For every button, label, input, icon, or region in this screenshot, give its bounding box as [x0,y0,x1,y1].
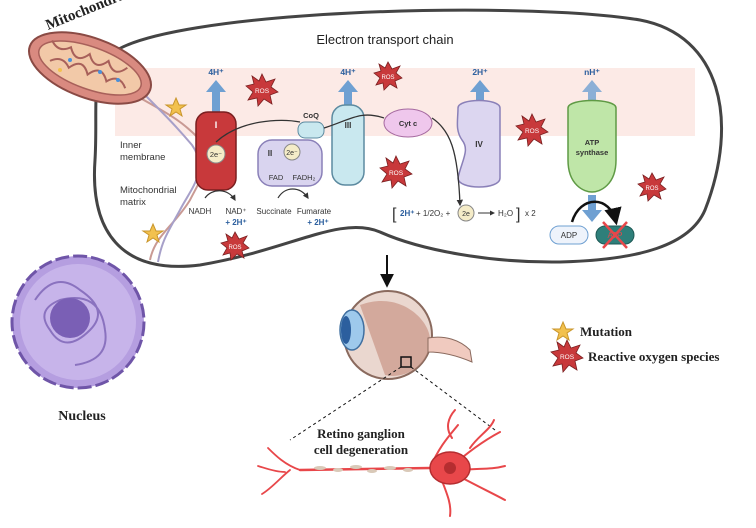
mitochondria-label: Mitochondria [44,0,132,34]
eye-illustration [289,290,496,441]
proton-label-1: 4H⁺ [208,67,224,77]
fumarate-label: Fumarate [297,207,332,216]
complex-3 [331,104,365,186]
mitochondria-illustration [27,31,153,105]
electron-flow-line [215,114,460,205]
fad-label: FAD [269,173,284,182]
electron-2 [283,143,301,161]
succinate-arrow [277,188,309,199]
cyt-c [383,108,433,138]
inner-membrane-label-1: Inner [120,140,142,151]
nucleus-illustration [10,254,146,390]
legend-mutation-star [551,320,575,342]
nucleus-label: Nucleus [58,409,106,424]
electron-1 [206,144,226,164]
reaction-o2: + 1/2O₂ + [416,209,451,218]
atp-synthase-label-1: ATP [585,138,599,147]
mutation-star-2 [141,222,165,244]
reaction-bracket-close: ] [516,206,520,223]
neuron-debris [314,465,413,473]
title: Electron transport chain [316,32,453,47]
atp-blocked-cross [602,221,628,249]
fumarate-h-label: + 2H⁺ [307,218,328,227]
nad-label: NAD⁺ [225,207,246,216]
atp-synthase [567,99,617,193]
coq [297,121,325,139]
nad-h-label: + 2H⁺ [225,218,246,227]
succinate-label: Succinate [256,207,292,216]
legend-ros: Reactive oxygen species [588,349,719,364]
matrix-label-2: matrix [120,197,146,208]
atp-synthase-label-2: synthase [576,148,609,157]
legend-mutation: Mutation [580,324,633,339]
adp-atp-arrow [570,200,622,226]
adp-pill [549,225,589,245]
proton-label-n: nH⁺ [584,67,600,77]
inner-membrane-label-2: membrane [120,152,165,163]
proton-label-4: 2H⁺ [472,67,488,77]
nadh-arrow [204,190,236,202]
matrix-label-1: Mitochondrial [120,185,177,196]
reaction-water: H₂O [498,209,513,218]
electron-2-label: 2e⁻ [286,150,298,157]
cyt-c-label: Cyt c [399,119,417,128]
reaction-bracket-open: [ [392,206,397,223]
proton-label-3: 4H⁺ [340,67,356,77]
complex-2-label: II [268,149,272,158]
ros-label-5: ROS [645,186,658,192]
retina-label-1: Retino ganglion [317,426,406,441]
reaction-times: x 2 [525,209,536,218]
retina-label-2: cell degeneration [314,442,409,457]
proton-arrows [206,80,602,222]
reaction-h: 2H⁺ [400,209,414,218]
coq-label: CoQ [303,111,319,120]
ros-legend-icon-label: ROS [560,354,575,361]
ros-bursts [220,61,667,373]
ros-label-4: ROS [525,128,540,135]
complex-4-label: IV [475,140,483,149]
neuron-nucleus [444,462,456,474]
adp-label: ADP [561,231,577,240]
electron-4 [457,204,475,222]
electron-1-label: 2e⁻ [210,150,222,159]
complex-2 [257,139,323,187]
ros-label-1: ROS [255,88,270,95]
ros-label-2: ROS [381,75,394,81]
complex-3-label: III [345,121,352,130]
ros-label-3: ROS [389,170,404,177]
nadh-label: NADH [189,207,212,216]
mutation-star-1 [164,96,188,118]
ros-label-6: ROS [228,245,241,251]
electron-4-label: 2e [462,211,470,218]
complex-1-label: I [215,120,218,130]
fadh2-label: FADH₂ [293,173,316,182]
